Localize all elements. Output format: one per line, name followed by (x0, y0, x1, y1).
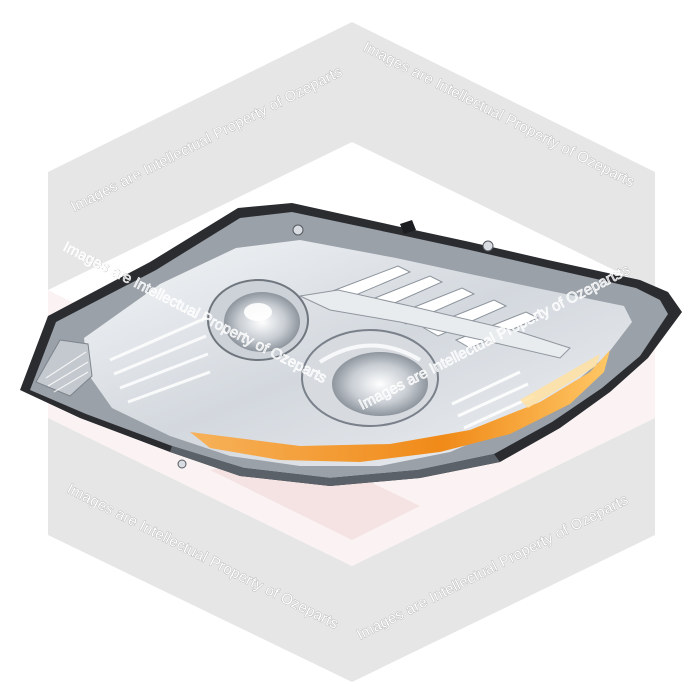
watermark-badge-upper (48, 22, 655, 290)
amber-indicator (190, 350, 610, 462)
headlight-assembly (20, 203, 682, 486)
mounting-screw (482, 240, 494, 252)
reflector-strips-left (109, 316, 211, 404)
mounting-screw (177, 459, 187, 469)
mounting-clip (400, 220, 416, 234)
side-marker (35, 339, 93, 397)
lower-trim (170, 446, 500, 486)
side-marker-lines (45, 351, 89, 393)
mounting-screw (292, 224, 304, 236)
watermark-badge-lower (48, 418, 655, 682)
amber-indicator-highlight (520, 354, 600, 408)
chrome-accent-bar (298, 289, 571, 359)
reflector-bowl (301, 329, 439, 427)
projector-lens (207, 279, 309, 361)
